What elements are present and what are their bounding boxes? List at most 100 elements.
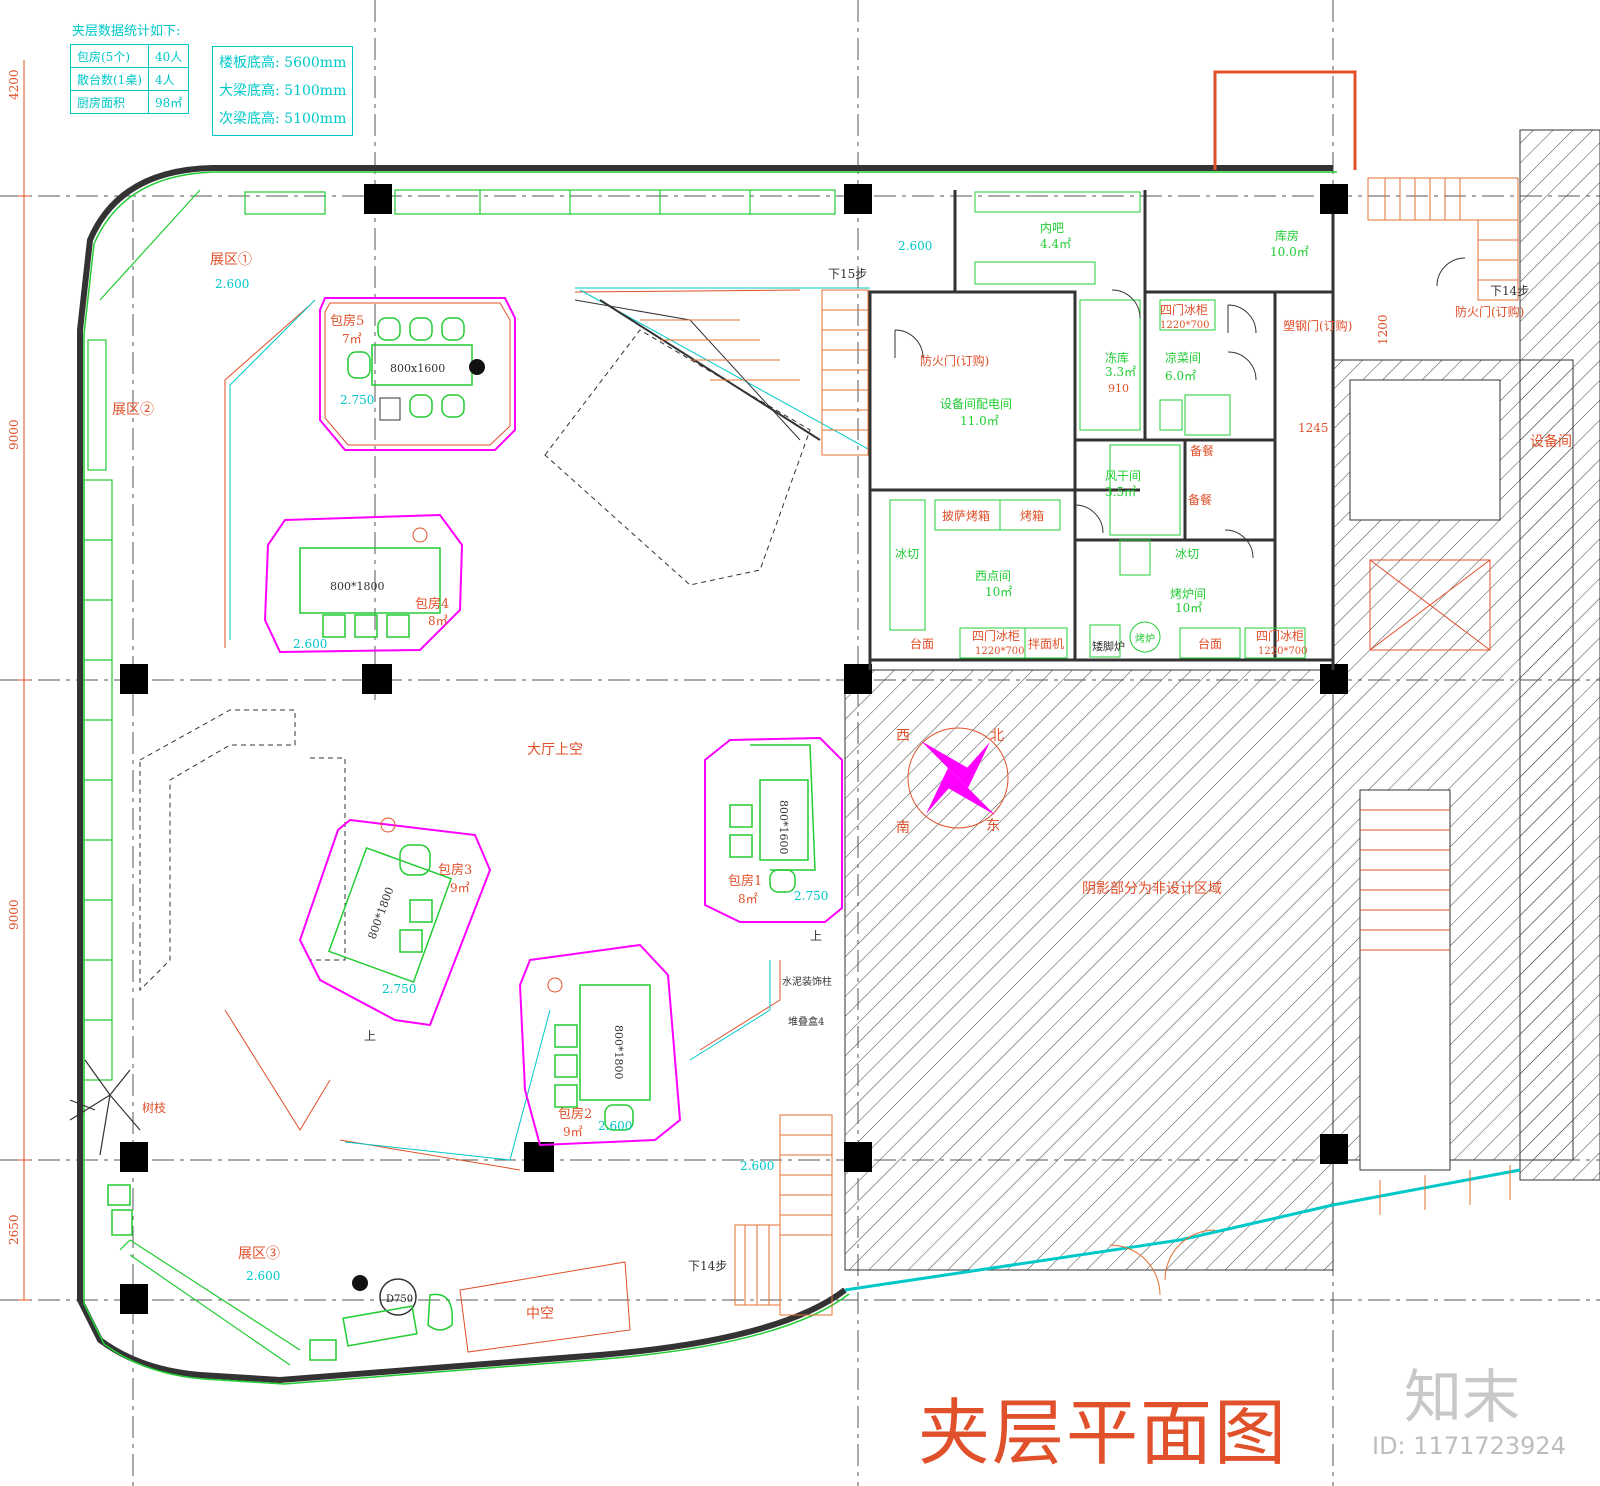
freezer-label: 冻库 bbox=[1105, 350, 1129, 365]
elec-label: 设备间配电间 bbox=[940, 397, 1012, 411]
height-secondary-beam: 次梁底高: 5100mm bbox=[219, 111, 347, 127]
western-label: 西点间 bbox=[975, 569, 1011, 583]
firedoor-label: 防火门(订购) bbox=[920, 353, 989, 368]
dim-9000-a: 9000 bbox=[7, 419, 21, 450]
top-red-frame bbox=[1213, 70, 1357, 170]
room3-area: 9㎡ bbox=[450, 881, 470, 895]
dim-4200: 4200 bbox=[7, 69, 21, 100]
stove-label: 矮脚炉 bbox=[1092, 639, 1125, 653]
exhibit-3-level: 2.600 bbox=[246, 1269, 280, 1283]
kitchen-walls bbox=[868, 190, 1335, 670]
shelves bbox=[83, 189, 836, 1366]
stats-table: 包房(5个) 40人 散台数(1桌) 4人 厨房面积 98㎡ bbox=[70, 44, 190, 114]
stairs-top bbox=[574, 289, 869, 456]
dashed-outlines bbox=[139, 329, 811, 992]
room1-name: 包房1 bbox=[728, 873, 762, 889]
kitchen-doors bbox=[894, 257, 1466, 559]
steeldoor-label: 塑钢门(订购) bbox=[1283, 318, 1352, 333]
lounge-furniture bbox=[107, 1184, 454, 1361]
stairs-down-14: 下14步 bbox=[688, 1259, 727, 1273]
room5-name: 包房5 bbox=[330, 313, 364, 329]
oven-label: 烤箱 bbox=[1020, 508, 1044, 523]
void-label: 中空 bbox=[526, 1306, 554, 1322]
room1-table: 800*1600 bbox=[777, 800, 790, 855]
room3-up: 上 bbox=[364, 1029, 376, 1043]
store-label: 库房 bbox=[1275, 228, 1299, 243]
icecut2-label: 冰切 bbox=[1175, 547, 1199, 561]
dimension-left bbox=[18, 60, 30, 1301]
stats-value: 40人 bbox=[147, 44, 190, 68]
room2-area: 9㎡ bbox=[563, 1125, 583, 1139]
western-area: 10㎡ bbox=[985, 585, 1012, 599]
exhibit-2-label: 展区② bbox=[112, 402, 154, 418]
room5-level: 2.750 bbox=[340, 393, 374, 407]
hall-outlines bbox=[224, 289, 801, 1353]
stairs-right bbox=[1367, 177, 1519, 301]
compass-east: 东 bbox=[986, 818, 1000, 834]
counter2-label: 台面 bbox=[1198, 636, 1222, 651]
dry-label: 风干间 bbox=[1105, 469, 1141, 483]
room5-area: 7㎡ bbox=[342, 332, 362, 346]
bar-label: 内吧 bbox=[1040, 221, 1064, 235]
cold-area: 6.0㎡ bbox=[1165, 369, 1196, 383]
icecut-label: 冰切 bbox=[895, 547, 919, 561]
private-room-4 bbox=[263, 513, 464, 654]
room4-level: 2.600 bbox=[293, 637, 327, 651]
branch-label: 树枝 bbox=[142, 1100, 166, 1115]
dim-1200: 1200 bbox=[1376, 314, 1390, 345]
fridge-top-size: 1220*700 bbox=[1160, 320, 1210, 331]
exhibit-3-label: 展区③ bbox=[238, 1246, 280, 1262]
cement-column-label: 水泥装饰柱 bbox=[782, 975, 832, 988]
exhibit-1-level: 2.600 bbox=[215, 277, 249, 291]
store-area: 10.0㎡ bbox=[1270, 245, 1309, 259]
freezer-area: 3.3㎡ bbox=[1105, 365, 1136, 379]
room2-level: 2.600 bbox=[598, 1119, 632, 1133]
private-room-2 bbox=[518, 943, 682, 1147]
cold-label: 凉菜间 bbox=[1165, 350, 1201, 365]
compass-south: 南 bbox=[896, 820, 910, 836]
room4-area: 8㎡ bbox=[428, 614, 448, 628]
dim-910: 910 bbox=[1108, 382, 1129, 395]
firedoor2-label: 防火门(订购) bbox=[1455, 304, 1524, 319]
prep2-label: 备餐 bbox=[1188, 492, 1212, 507]
grill-area: 10㎡ bbox=[1175, 601, 1202, 615]
watermark-logo: 知末 bbox=[1404, 1363, 1521, 1431]
kitchen-fixtures bbox=[889, 191, 1306, 659]
dim-9000-b: 9000 bbox=[7, 899, 21, 930]
mixer-label: 拌面机 bbox=[1028, 636, 1064, 651]
stairs-bottom bbox=[734, 1114, 833, 1316]
private-room-1 bbox=[704, 736, 843, 923]
prep-label: 备餐 bbox=[1190, 443, 1214, 458]
stairs-down-14-right: 下14步 bbox=[1490, 284, 1529, 298]
grill-stove-label: 烤炉 bbox=[1135, 632, 1155, 645]
height-main-beam: 大梁底高: 5100mm bbox=[219, 83, 347, 99]
private-room-5 bbox=[319, 297, 516, 451]
stack-label: 堆叠盒4 bbox=[788, 1015, 824, 1028]
stairs-down-15: 下15步 bbox=[828, 267, 867, 281]
non-design-note: 阴影部分为非设计区域 bbox=[1082, 881, 1222, 897]
entrance-doors bbox=[1109, 1165, 1511, 1296]
watermark-id: ID: 1171723924 bbox=[1372, 1432, 1566, 1460]
hall-void-label: 大厅上空 bbox=[527, 742, 583, 758]
dry-area: 3.5㎡ bbox=[1105, 485, 1136, 499]
room4-table: 800*1800 bbox=[330, 580, 385, 593]
bar-area: 4.4㎡ bbox=[1040, 237, 1071, 251]
room2-name: 包房2 bbox=[558, 1106, 592, 1122]
height-slab: 楼板底高: 5600mm bbox=[219, 55, 347, 71]
non-design-area bbox=[844, 129, 1600, 1271]
outer-wall bbox=[77, 165, 1521, 1385]
fridge-left-size: 1220*700 bbox=[975, 646, 1025, 657]
top-level: 2.600 bbox=[898, 239, 932, 253]
private-room-3 bbox=[298, 817, 492, 1027]
stats-label: 散台数(1桌) bbox=[70, 67, 149, 91]
equipment-room-label: 设备间 bbox=[1530, 433, 1572, 450]
stats-row: 散台数(1桌) 4人 bbox=[70, 67, 190, 91]
room3-level: 2.750 bbox=[382, 982, 416, 996]
fridge-right: 四门冰柜 bbox=[1256, 628, 1304, 643]
stats-label: 厨房面积 bbox=[70, 90, 149, 114]
stats-label: 包房(5个) bbox=[70, 44, 149, 68]
stats-row: 包房(5个) 40人 bbox=[70, 44, 190, 68]
room2-table: 800*1800 bbox=[612, 1025, 625, 1080]
dim-1245: 1245 bbox=[1298, 421, 1329, 435]
